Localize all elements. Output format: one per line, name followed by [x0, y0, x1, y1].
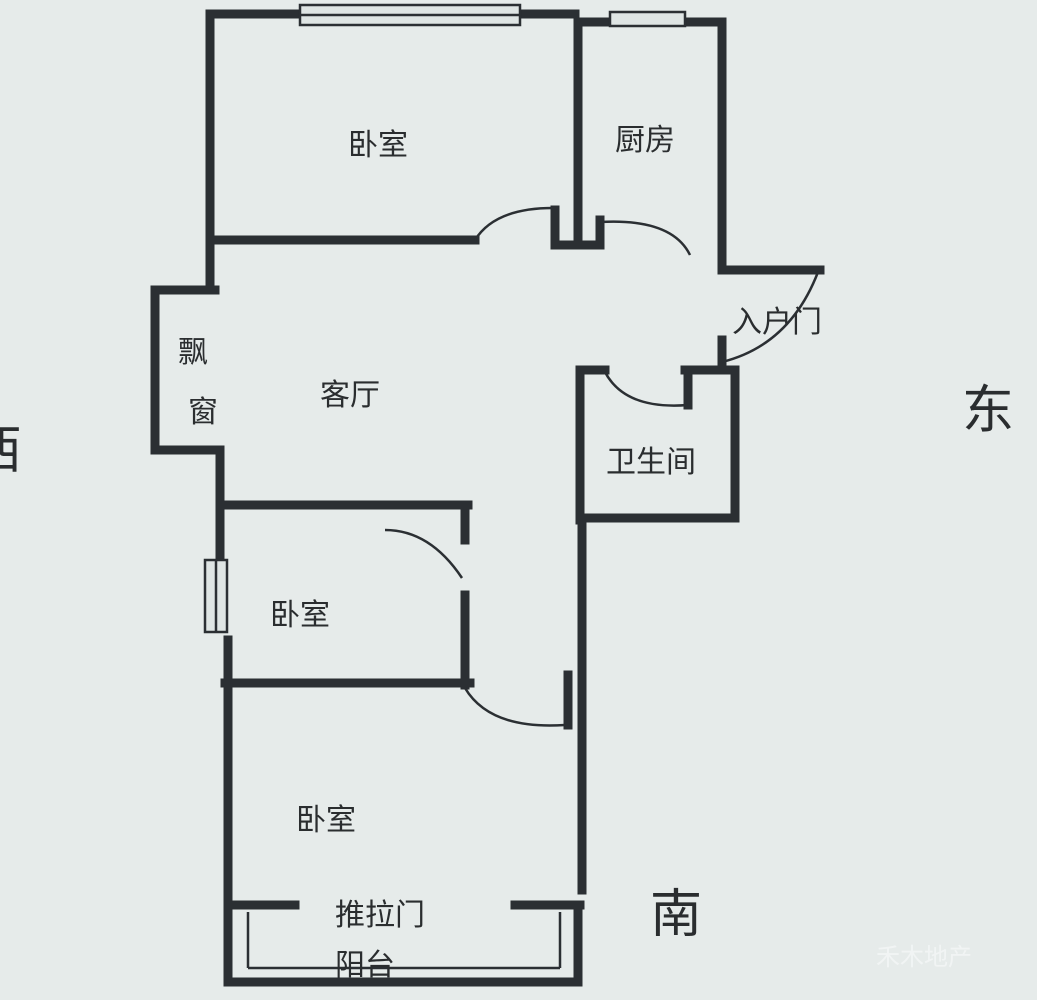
label-bathroom: 卫生间	[606, 445, 696, 480]
door-north-bedroom	[473, 206, 554, 241]
label-entrance-door: 入户门	[732, 305, 822, 340]
door-south-bedroom	[463, 687, 566, 727]
watermark-text: 禾木地产	[876, 943, 972, 971]
door-middle-bedroom	[384, 528, 464, 579]
walls	[150, 9, 825, 987]
compass-labels: 东 南 西	[0, 381, 1014, 945]
label-bedroom-north: 卧室	[348, 128, 408, 163]
window-kitchen	[608, 10, 687, 28]
label-bedroom-middle: 卧室	[270, 598, 330, 633]
compass-east: 东	[962, 381, 1014, 441]
label-sliding-door: 推拉门	[335, 898, 425, 933]
windows	[203, 3, 687, 634]
label-bay-window-2: 窗	[188, 395, 218, 430]
label-bay-window-1: 飘	[178, 335, 208, 370]
label-bedroom-south: 卧室	[296, 803, 356, 838]
compass-south: 南	[650, 885, 702, 945]
doors	[384, 206, 820, 727]
door-bathroom	[603, 371, 689, 407]
room-labels: 卧室 厨房 客厅 飘 窗 入户门 卫生间 卧室 卧室 推拉门 阳台	[178, 123, 822, 983]
label-kitchen: 厨房	[615, 123, 675, 158]
door-entrance	[721, 271, 820, 364]
door-kitchen	[599, 220, 692, 256]
label-living-room: 客厅	[320, 378, 380, 413]
label-balcony: 阳台	[335, 948, 395, 983]
compass-west-partial: 西	[0, 421, 22, 481]
